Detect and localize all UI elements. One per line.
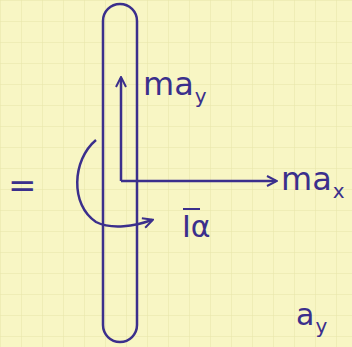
acceleration-label: a [296, 300, 314, 330]
force-arrow-x [121, 180, 276, 183]
moment-arrow [77, 140, 152, 226]
force-label: ma [143, 68, 194, 100]
rod [103, 4, 137, 342]
force-arrow-y [120, 78, 123, 181]
force-label: ma [281, 163, 332, 195]
equals-sign: = [8, 168, 37, 202]
subscript: y [315, 316, 327, 336]
subscript: y [195, 86, 207, 106]
moment-label: Iα [182, 212, 211, 242]
overbar [183, 208, 200, 210]
subscript: x [333, 181, 345, 201]
